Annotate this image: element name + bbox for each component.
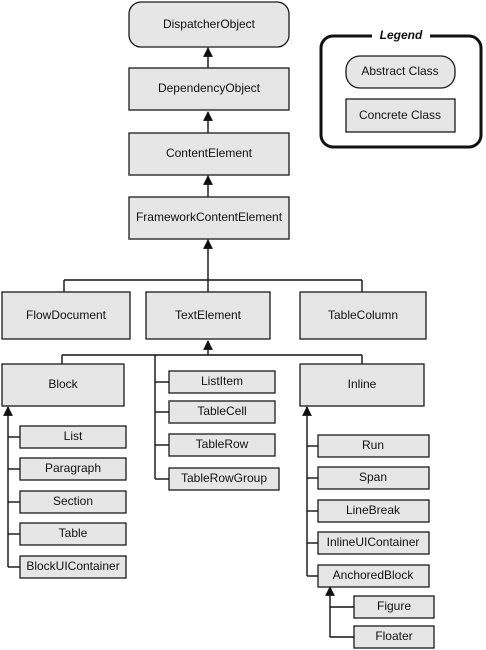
- node-contentelement: ContentElement: [128, 132, 290, 176]
- node-linebreak-label: LineBreak: [346, 503, 401, 517]
- node-anchoredblock-label: AnchoredBlock: [333, 568, 415, 582]
- node-list: List: [19, 425, 127, 449]
- legend-title: Legend: [380, 28, 423, 42]
- node-inlineuicontainer: InlineUIContainer: [317, 531, 430, 555]
- node-textelement: TextElement: [145, 291, 271, 340]
- node-tablerow: TableRow: [168, 433, 276, 457]
- node-textelement-label: TextElement: [175, 308, 242, 322]
- legend: Legend Abstract Class Concrete Class: [319, 28, 483, 149]
- node-flowdocument-label: FlowDocument: [26, 308, 107, 322]
- node-dependencyobject-label: DependencyObject: [158, 81, 261, 95]
- node-listitem-label: ListItem: [201, 374, 243, 388]
- node-run: Run: [317, 434, 430, 458]
- node-table: Table: [19, 522, 127, 546]
- node-blockuicontainer: BlockUIContainer: [19, 555, 127, 579]
- node-figure: Figure: [353, 595, 435, 619]
- legend-abstract-label: Abstract Class: [361, 64, 438, 78]
- node-floater: Floater: [353, 625, 435, 649]
- node-list-label: List: [64, 429, 83, 443]
- node-span-label: Span: [359, 470, 387, 484]
- node-dependencyobject: DependencyObject: [128, 67, 290, 111]
- node-tablecolumn-label: TableColumn: [328, 308, 398, 322]
- node-inline-label: Inline: [348, 377, 377, 391]
- node-paragraph-label: Paragraph: [45, 461, 101, 475]
- node-table-label: Table: [59, 526, 88, 540]
- node-inlineuicontainer-label: InlineUIContainer: [327, 535, 420, 549]
- node-linebreak: LineBreak: [317, 499, 430, 523]
- node-tablerow-label: TableRow: [196, 437, 249, 451]
- node-dispatcherobject-label: DispatcherObject: [163, 17, 256, 31]
- node-tablecell: TableCell: [168, 400, 276, 424]
- node-block: Block: [1, 363, 125, 407]
- node-dispatcherobject: DispatcherObject: [128, 1, 290, 48]
- legend-concrete-label: Concrete Class: [359, 108, 441, 122]
- node-tablecell-label: TableCell: [197, 404, 246, 418]
- node-tablerowgroup: TableRowGroup: [168, 467, 280, 491]
- node-contentelement-label: ContentElement: [166, 146, 253, 160]
- node-paragraph: Paragraph: [19, 457, 127, 481]
- node-flowdocument: FlowDocument: [1, 291, 131, 340]
- node-run-label: Run: [362, 438, 384, 452]
- legend-concrete-swatch: Concrete Class: [345, 98, 456, 133]
- node-block-label: Block: [48, 377, 78, 391]
- node-tablerowgroup-label: TableRowGroup: [181, 471, 267, 485]
- node-listitem: ListItem: [168, 370, 276, 394]
- node-section-label: Section: [53, 494, 93, 508]
- node-tablecolumn: TableColumn: [299, 291, 427, 340]
- inheritance-edges: [3, 47, 363, 638]
- node-anchoredblock: AnchoredBlock: [317, 564, 430, 588]
- node-inline: Inline: [299, 363, 425, 407]
- legend-abstract-swatch: Abstract Class: [345, 55, 456, 89]
- node-figure-label: Figure: [377, 599, 411, 613]
- node-blockuicontainer-label: BlockUIContainer: [26, 559, 119, 573]
- node-span: Span: [317, 466, 430, 490]
- node-frameworkcontentelement: FrameworkContentElement: [128, 196, 290, 240]
- node-frameworkcontentelement-label: FrameworkContentElement: [136, 210, 283, 224]
- node-floater-label: Floater: [375, 629, 412, 643]
- node-section: Section: [19, 490, 127, 514]
